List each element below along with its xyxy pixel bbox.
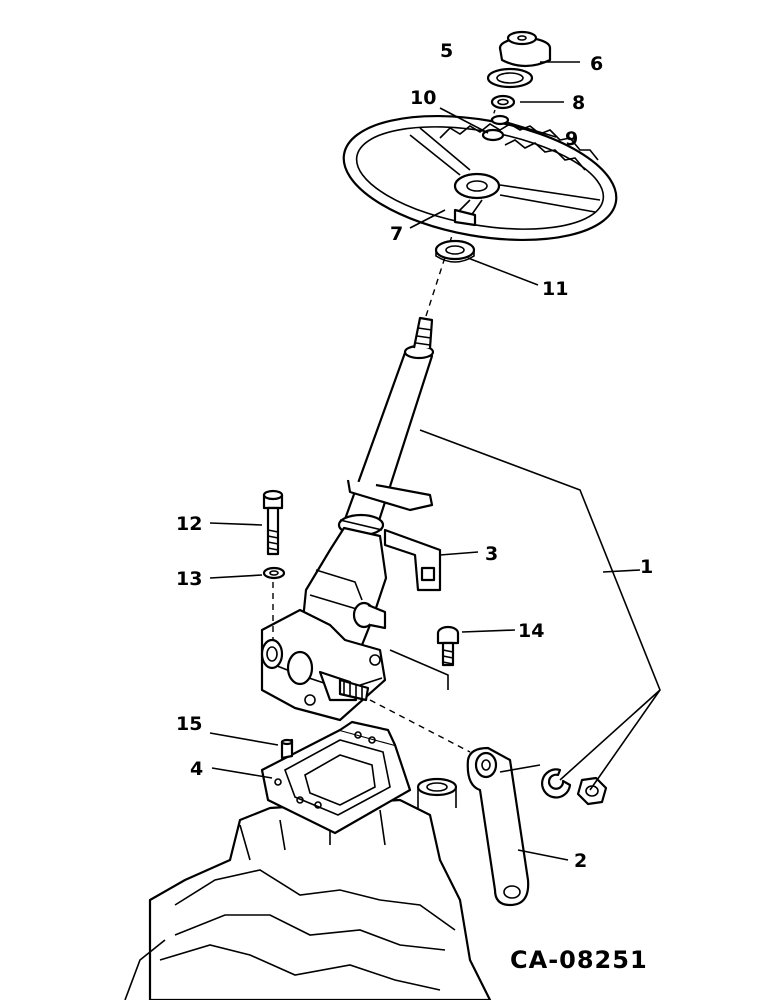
fasteners: [262, 489, 460, 760]
callout-labels: 5 6 10 8 9 7 11 12 3 1 13 14 15 4 2: [176, 40, 653, 872]
callout-8: 8: [572, 92, 585, 114]
callout-15: 15: [176, 713, 202, 735]
reference-code: CA-08251: [510, 946, 648, 974]
callout-10: 10: [410, 87, 436, 109]
wheel-hardware: [434, 30, 552, 263]
callout-6: 6: [590, 53, 603, 75]
callout-13: 13: [176, 568, 202, 590]
callout-4: 4: [190, 758, 203, 780]
steering-gear-box: [260, 526, 471, 753]
transmission-housing: [124, 777, 492, 1000]
callout-9: 9: [565, 128, 578, 150]
leader-lines: [209, 61, 661, 861]
callout-14: 14: [518, 620, 544, 642]
steering-wheel: [342, 114, 618, 242]
callout-7: 7: [390, 223, 403, 245]
callout-5: 5: [440, 40, 453, 62]
pitman-arm: [466, 746, 608, 907]
callout-11: 11: [542, 278, 568, 300]
callout-2: 2: [574, 850, 587, 872]
mounting-bracket: [260, 720, 412, 835]
callout-1: 1: [640, 556, 653, 578]
callout-12: 12: [176, 513, 202, 535]
callout-3: 3: [485, 543, 498, 565]
